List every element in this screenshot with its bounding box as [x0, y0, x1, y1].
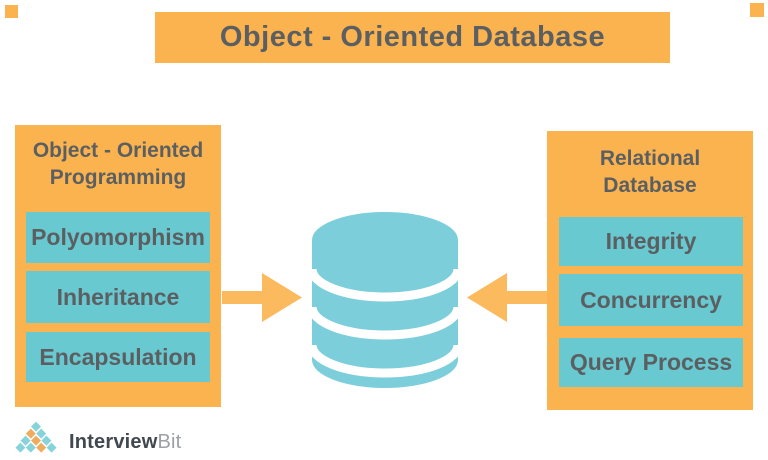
left-panel-heading: Object - Oriented Programming	[15, 137, 221, 191]
logo-brand-primary: Interview	[69, 431, 158, 453]
feature-box-encapsulation: Encapsulation	[26, 332, 210, 382]
interviewbit-logo: InterviewBit	[13, 421, 181, 455]
right-panel-heading: Relational Database	[547, 145, 753, 199]
feature-box-query-process: Query Process	[559, 338, 743, 387]
feature-box-inheritance: Inheritance	[26, 271, 210, 323]
corner-square-top-left	[5, 5, 18, 18]
title-bar: Object - Oriented Database	[155, 12, 670, 63]
logo-brand-secondary: Bit	[157, 431, 182, 453]
database-cylinder-icon	[312, 212, 458, 388]
diamond-pyramid-icon	[15, 421, 57, 453]
feature-box-concurrency: Concurrency	[559, 274, 743, 326]
feature-box-integrity: Integrity	[559, 217, 743, 266]
right-panel-heading-line2: Database	[603, 174, 697, 197]
feature-box-polyomorphism: Polyomorphism	[26, 212, 210, 263]
arrow-right-icon	[222, 273, 302, 322]
logo-text: InterviewBit	[69, 431, 181, 455]
corner-square-top-right	[750, 3, 764, 17]
right-panel-relational-database: Relational Database Integrity Concurrenc…	[547, 131, 753, 410]
left-panel-object-oriented-programming: Object - Oriented Programming Polyomorph…	[15, 125, 221, 407]
page-title: Object - Oriented Database	[219, 21, 606, 53]
right-panel-heading-line1: Relational	[599, 147, 701, 170]
arrow-left-icon	[467, 273, 547, 322]
left-panel-heading-line2: Programming	[49, 166, 187, 189]
left-panel-heading-line1: Object - Oriented	[32, 139, 204, 162]
